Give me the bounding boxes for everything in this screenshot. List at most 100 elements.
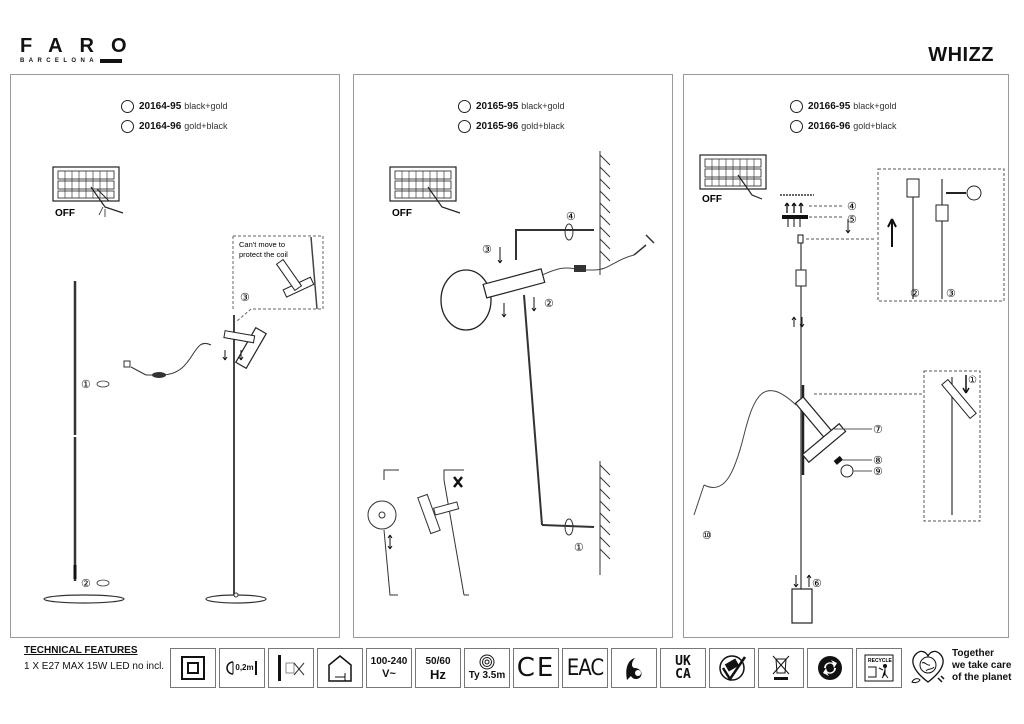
wall-hatch-top (599, 151, 611, 275)
cable-length-icon: Ty 3.5m (464, 648, 510, 688)
variant-option[interactable]: 20166-96 gold+black (790, 116, 897, 136)
variant-code: 20165-95 (476, 100, 519, 112)
pendant-cable (703, 390, 797, 488)
off-label: OFF (55, 208, 75, 219)
technical-spec: 1 X E27 MAX 15W LED no incl. (24, 661, 165, 672)
variant-color: black+gold (853, 101, 897, 111)
variant-option[interactable]: 20165-95 black+gold (458, 96, 565, 116)
cable-length: Ty 3.5m (468, 670, 506, 681)
variant-code: 20165-96 (476, 120, 519, 132)
green-dot-icon (807, 648, 853, 688)
coil-note-line2: protect the coil (239, 250, 288, 259)
variant-radio[interactable] (790, 119, 803, 133)
heart-planet-icon (911, 650, 945, 684)
brand-subtitle: BARCELONA (20, 58, 150, 64)
variant-option[interactable]: 20166-95 black+gold (790, 96, 897, 116)
step-2-label: ② (544, 298, 554, 310)
energy-saving-icon (611, 648, 657, 688)
ukca-bottom: CA (675, 667, 691, 682)
planet-text-line2: we take care (952, 660, 1012, 671)
panel-pendant-lamp: 20166-95 black+gold 20166-96 gold+black … (683, 74, 1009, 638)
step-9-label: ⑨ (873, 466, 883, 478)
step-2-label: ② (910, 288, 920, 300)
frequency-unit: Hz (430, 666, 446, 682)
recycle-label: RECYCLE (868, 658, 893, 664)
power-cable (146, 342, 212, 376)
variant-color: black+gold (184, 101, 228, 111)
lamp-base (43, 594, 125, 604)
lamp-head-disc (440, 269, 492, 331)
variant-color: gold+black (184, 121, 228, 131)
variant-list: 20166-95 black+gold 20166-96 gold+black (790, 96, 897, 136)
class-ii-icon (170, 648, 216, 688)
wall-hatch-bottom (599, 461, 611, 575)
variant-code: 20166-95 (808, 100, 851, 112)
variant-color: gold+black (521, 121, 565, 131)
variant-option[interactable]: 20164-95 black+gold (121, 96, 228, 116)
detail-box-bottom: ① (814, 370, 981, 522)
rotation-detail (367, 469, 399, 596)
frequency-icon: 50/60 Hz (415, 648, 461, 688)
variant-radio[interactable] (458, 99, 471, 113)
rotate-icon (96, 579, 110, 587)
canopy (791, 588, 813, 624)
step-1-label: ① (968, 375, 977, 386)
frequency-range: 50/60 (425, 655, 451, 667)
panel-wall-lamp: 20165-95 black+gold 20165-96 gold+black … (353, 74, 673, 638)
step-1-label: ① (81, 379, 91, 391)
ce-mark: CE (516, 653, 556, 683)
breaker-panel-icon (699, 154, 767, 200)
variant-color: gold+black (853, 121, 897, 131)
planet-text-line3: of the planet (952, 672, 1012, 683)
step-3-label: ③ (482, 244, 492, 256)
variant-radio[interactable] (121, 99, 134, 113)
min-distance-icon: 0,2m (219, 648, 265, 688)
step-10-label: ⑩ (702, 530, 712, 542)
step-1-label: ① (574, 542, 584, 554)
brand-subtitle-text: BARCELONA (20, 58, 98, 64)
variant-color: black+gold (521, 101, 565, 111)
step-6-label: ⑥ (812, 578, 822, 590)
eac-mark: EAC (566, 655, 604, 681)
variant-radio[interactable] (458, 119, 471, 133)
wall-lamp-diagram: OFF ④ ③ ② (367, 151, 655, 596)
step-3-label: ③ (240, 292, 250, 304)
voltage-icon: 100-240 V~ (366, 648, 412, 688)
step-7-label: ⑦ (873, 424, 883, 436)
coil-note-callout: Can't move to protect the coil ③ (232, 235, 324, 322)
lamp-head (234, 326, 268, 370)
do-not-cover-icon (268, 648, 314, 688)
certification-icons: 0,2m 100-240 V~ 50/60 Hz Ty 3.5m CE EAC … (170, 648, 902, 688)
planet-text-line1: Together (952, 648, 995, 659)
variant-radio[interactable] (790, 99, 803, 113)
variant-radio[interactable] (121, 119, 134, 133)
indoor-use-icon (317, 648, 363, 688)
variant-option[interactable]: 20165-96 gold+black (458, 116, 565, 136)
restricted-detail (417, 469, 469, 596)
breaker-panel-icon (52, 166, 124, 217)
variant-option[interactable]: 20164-96 gold+black (121, 116, 228, 136)
recycle-icon: RECYCLE (856, 648, 902, 688)
ukca-mark-icon: UK CA (660, 648, 706, 688)
step-4-label: ④ (566, 211, 576, 223)
pendant-lamp-diagram: OFF ④ ⑤ (693, 154, 1005, 624)
voltage-unit: V~ (382, 667, 396, 680)
technical-features: TECHNICAL FEATURES 1 X E27 MAX 15W LED n… (24, 645, 164, 672)
floor-lamp-diagram: OFF ① ② Can't move to protect the (43, 166, 324, 604)
brand-name: FARO (20, 35, 144, 57)
planet-badge: Together we take care of the planet (908, 646, 1012, 686)
min-distance-value: 0,2m (235, 663, 254, 672)
step-2-label: ② (81, 578, 91, 590)
variant-list: 20165-95 black+gold 20165-96 gold+black (458, 96, 565, 136)
variant-code: 20166-96 (808, 120, 851, 132)
brand-bar (99, 59, 122, 63)
off-label: OFF (392, 208, 412, 219)
planet-text: Together we take care of the planet (952, 648, 1012, 684)
ukca-top: UK (675, 654, 691, 669)
not-allowed-icon (453, 476, 463, 488)
rotate-icon (96, 380, 110, 388)
eac-mark-icon: EAC (562, 648, 608, 688)
detail-box-top: ② ③ (877, 168, 1005, 302)
panel-floor-lamp: 20164-95 black+gold 20164-96 gold+black (10, 74, 340, 638)
ce-mark-icon: CE (513, 648, 559, 688)
